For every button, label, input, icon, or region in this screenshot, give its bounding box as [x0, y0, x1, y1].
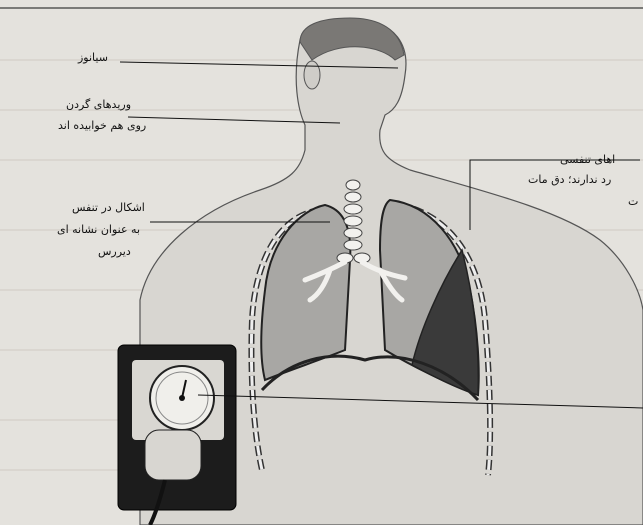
- label-cyanosis: سیانوز: [78, 50, 108, 65]
- label-right-line1: اهای تنفسی: [560, 152, 615, 167]
- ear: [304, 61, 320, 89]
- label-right-line2: رد ندارند؛ دق مات: [528, 172, 611, 187]
- label-right-line3: ت: [628, 194, 638, 209]
- label-breathing-line1: اشکال در تنفس: [72, 200, 145, 215]
- label-neck-veins-line2: روی هم خوابیده اند: [58, 118, 146, 133]
- label-breathing-line2: به عنوان نشانه ای: [57, 222, 140, 237]
- label-neck-veins-line1: وریدهای گردن: [66, 97, 131, 112]
- pump-bulb: [145, 430, 201, 480]
- blood-pressure-cuff: [118, 345, 236, 525]
- label-breathing-line3: دیررس: [98, 244, 131, 259]
